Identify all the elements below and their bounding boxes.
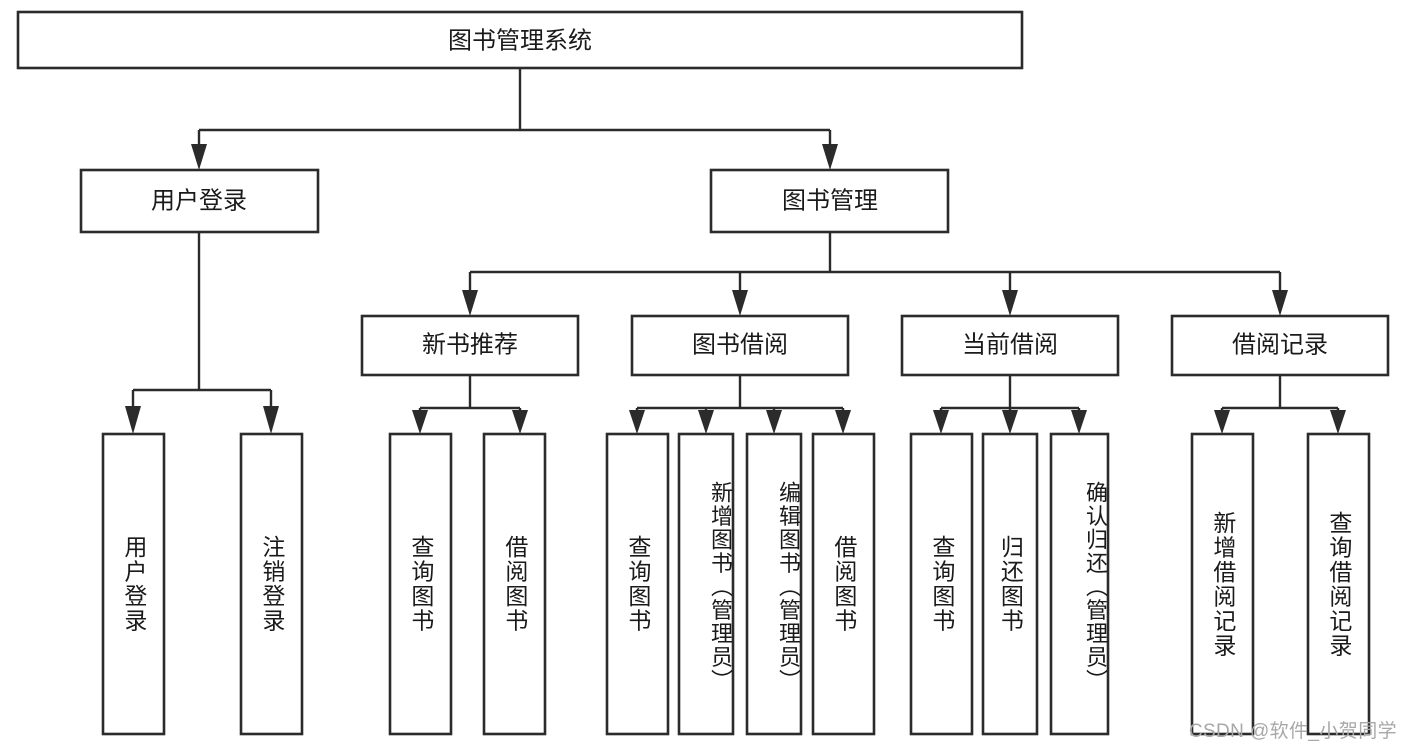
arrow-to-leaf-query-book-3	[933, 410, 949, 434]
node-box-current-borrow[interactable]	[900, 314, 1120, 377]
node-box-leaf-return-book[interactable]	[981, 432, 1039, 736]
connectors-new-book-recommend-to-leaves	[412, 375, 528, 434]
node-box-leaf-add-borrow-record[interactable]	[1190, 432, 1255, 736]
arrow-to-current-borrow	[1002, 290, 1018, 316]
arrow-to-leaf-query-borrow-record	[1330, 410, 1346, 434]
connectors-current-borrow-to-leaves	[933, 375, 1087, 434]
node-box-leaf-logout-login[interactable]	[239, 432, 304, 736]
arrow-to-leaf-borrow-book-1	[512, 410, 528, 434]
node-box-leaf-query-borrow-record[interactable]	[1306, 432, 1371, 736]
arrow-to-leaf-query-book-1	[412, 410, 428, 434]
node-box-leaf-confirm-return-admin[interactable]	[1049, 432, 1110, 736]
node-box-leaf-query-book-3[interactable]	[909, 432, 974, 736]
node-box-new-book-recommend[interactable]	[360, 314, 580, 377]
node-box-root[interactable]	[16, 10, 1024, 70]
arrow-to-new-book-recommend	[462, 290, 478, 316]
arrow-to-leaf-user-login	[125, 406, 141, 434]
label-new-book-recommend: 新书推荐	[422, 331, 518, 358]
arrow-to-leaf-confirm-return-admin	[1071, 410, 1087, 434]
label-book-management: 图书管理	[782, 187, 878, 214]
arrow-to-leaf-logout-login	[263, 406, 279, 434]
label-current-borrow: 当前借阅	[962, 331, 1058, 358]
node-box-leaf-query-book-1[interactable]	[388, 432, 453, 736]
node-box-leaf-borrow-book-1[interactable]	[482, 432, 547, 736]
connectors-root-to-level2	[191, 68, 838, 170]
arrow-to-leaf-return-book	[1002, 410, 1018, 434]
node-box-leaf-query-book-2[interactable]	[605, 432, 670, 736]
csdn-watermark: CSDN @软件_小贺同学	[1188, 721, 1397, 742]
connectors-book-management-to-level3	[462, 232, 1288, 316]
node-box-book-management[interactable]	[709, 168, 950, 234]
connectors-user-login-to-leaves	[125, 232, 279, 434]
label-user-login: 用户登录	[151, 187, 247, 214]
label-borrow-record: 借阅记录	[1232, 331, 1328, 358]
arrow-to-leaf-edit-book-admin	[766, 410, 782, 434]
node-box-leaf-user-login[interactable]	[101, 432, 166, 736]
node-box-book-borrow[interactable]	[630, 314, 850, 377]
arrow-to-leaf-borrow-book-2	[835, 410, 851, 434]
arrow-to-leaf-add-borrow-record	[1214, 410, 1230, 434]
connectors-book-borrow-to-leaves	[629, 375, 851, 434]
node-box-leaf-add-book-admin[interactable]	[677, 432, 735, 736]
arrow-to-leaf-query-book-2	[629, 410, 645, 434]
arrow-to-leaf-add-book-admin	[698, 410, 714, 434]
node-box-borrow-record[interactable]	[1170, 314, 1390, 377]
connectors-borrow-record-to-leaves	[1214, 375, 1346, 434]
node-box-leaf-edit-book-admin[interactable]	[745, 432, 803, 736]
node-box-user-login[interactable]	[79, 168, 320, 234]
arrow-to-borrow-record	[1272, 290, 1288, 316]
label-book-borrow: 图书借阅	[692, 331, 788, 358]
node-box-leaf-borrow-book-2[interactable]	[811, 432, 876, 736]
arrow-to-book-management	[822, 144, 838, 170]
arrow-to-user-login	[191, 144, 207, 170]
label-root: 图书管理系统	[448, 27, 592, 54]
arrow-to-book-borrow	[732, 290, 748, 316]
